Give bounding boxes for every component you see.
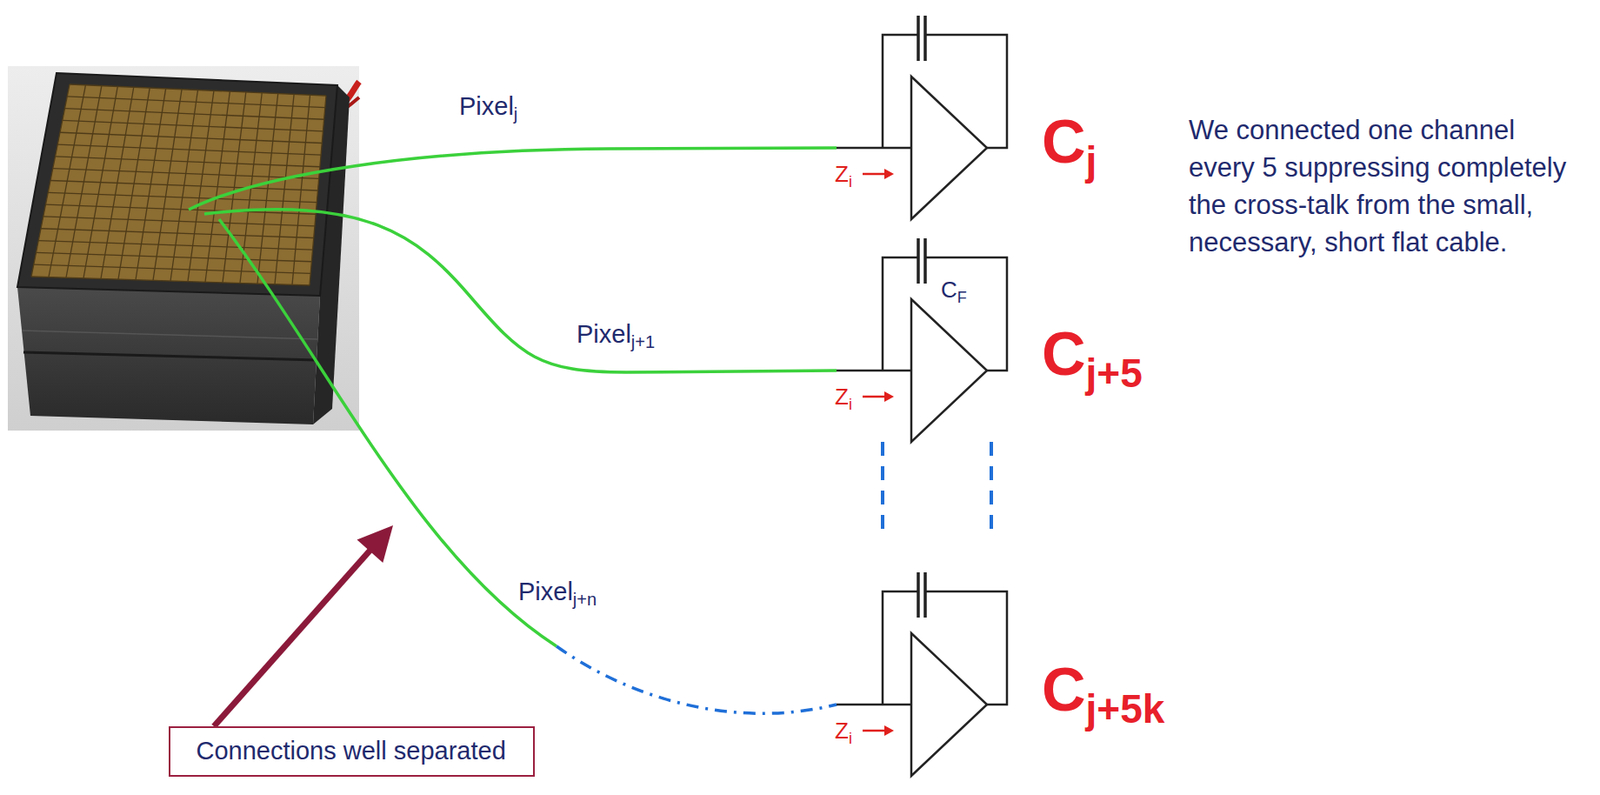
green-wire [204,209,837,373]
label-text: C [1041,655,1087,724]
subscript: i [848,173,853,191]
arrow-head [884,168,894,180]
callout-box: Connections well separated [168,726,535,777]
arrow-line [213,547,373,727]
channel-label: Cj [1041,111,1097,181]
grid-line [36,252,313,261]
impedance-label: Zi [834,719,853,747]
input-wire [836,369,912,373]
housing-seam [23,352,317,360]
signal-wires [188,147,837,714]
grid-line [38,240,313,251]
amplifier-triangle [911,633,987,776]
arrow-line [862,173,886,176]
label-text: Z [834,717,849,744]
housing-top [17,73,338,296]
label-text: Z [834,383,849,410]
capacitor-label: CF [940,278,967,306]
grid-line [222,92,247,283]
subscript: j+1 [631,332,655,352]
arrow-line [862,729,886,733]
housing-seam [21,330,318,340]
amplifier-symbol [836,238,1007,442]
arrow-head [884,391,894,402]
capacitor-plate [916,15,920,61]
label-text: Z [834,160,849,187]
grid-line [43,216,315,227]
grid-line [47,192,317,202]
capacitor-plate [916,238,920,284]
label-text: C [1041,320,1087,388]
feedback-wire [925,34,1007,148]
sensor-face [31,84,327,286]
callout-text: Connections well separated [170,727,534,775]
photo-ground [7,66,360,431]
grid-line [187,90,214,281]
label-text: Pixel [459,92,514,120]
feedback-wire [925,257,1007,371]
grid-line [50,180,319,192]
green-wire [219,219,557,647]
capacitor-plate [916,572,920,618]
housing-front [17,286,320,425]
subscript: j+5 [1086,350,1143,396]
dashed-line [880,441,885,538]
arrow-line [862,395,886,399]
grid-line [31,276,310,286]
grid-line [257,93,279,285]
subscript: j [513,104,518,124]
amplifier-symbol [836,572,1007,776]
grid-line [292,94,311,285]
impedance-label: Zi [834,162,853,190]
pixel-label: Pixelj [459,92,518,125]
grid-line [40,228,314,239]
capacitor-plate [923,238,927,284]
pixel-grid [31,84,327,286]
subscript: i [848,395,853,414]
sipm-photo [7,66,360,431]
callout-arrow [213,525,394,727]
subscript: j+5k [1086,686,1166,732]
feedback-wire [925,591,1007,705]
arrow-head [357,525,394,563]
channel-label: Cj+5k [1041,659,1165,729]
grid-line [274,93,294,284]
continuation-dashes [882,441,992,538]
feedback-wire [882,591,919,705]
impedance-label: Zi [834,385,853,413]
note-text: We connected one channel every 5 suppres… [1188,111,1572,261]
subscript: j [1086,138,1098,184]
pixel-label: Pixelj+1 [576,320,655,353]
subscript: i [848,729,853,747]
subscript: j+n [573,589,597,609]
input-wire [836,703,912,707]
channel-label: Cj+5 [1041,323,1143,394]
input-wire [836,146,912,150]
feedback-wire [882,257,919,371]
grid-line [309,95,327,286]
label-text: C [940,276,958,303]
dashed-line [989,441,994,538]
label-text: Pixel [518,577,574,606]
amplifier-triangle [911,76,987,220]
grid-line [33,264,311,274]
label-text: C [1041,107,1087,176]
feedback-wire [882,34,919,148]
label-text: We connected one channel every 5 suppres… [1188,114,1567,258]
impedance-arrows [862,168,894,736]
green-wire [188,147,837,210]
arrow-head [884,725,894,736]
capacitor-plate [923,15,927,61]
pixel-label: Pixelj+n [518,577,597,610]
capacitor-plate [923,572,927,618]
dash-dot-wire [556,646,837,714]
amplifier-triangle [911,299,987,442]
subscript: F [957,288,967,307]
label-text: Pixel [576,320,632,348]
amplifier-symbol [836,15,1007,220]
